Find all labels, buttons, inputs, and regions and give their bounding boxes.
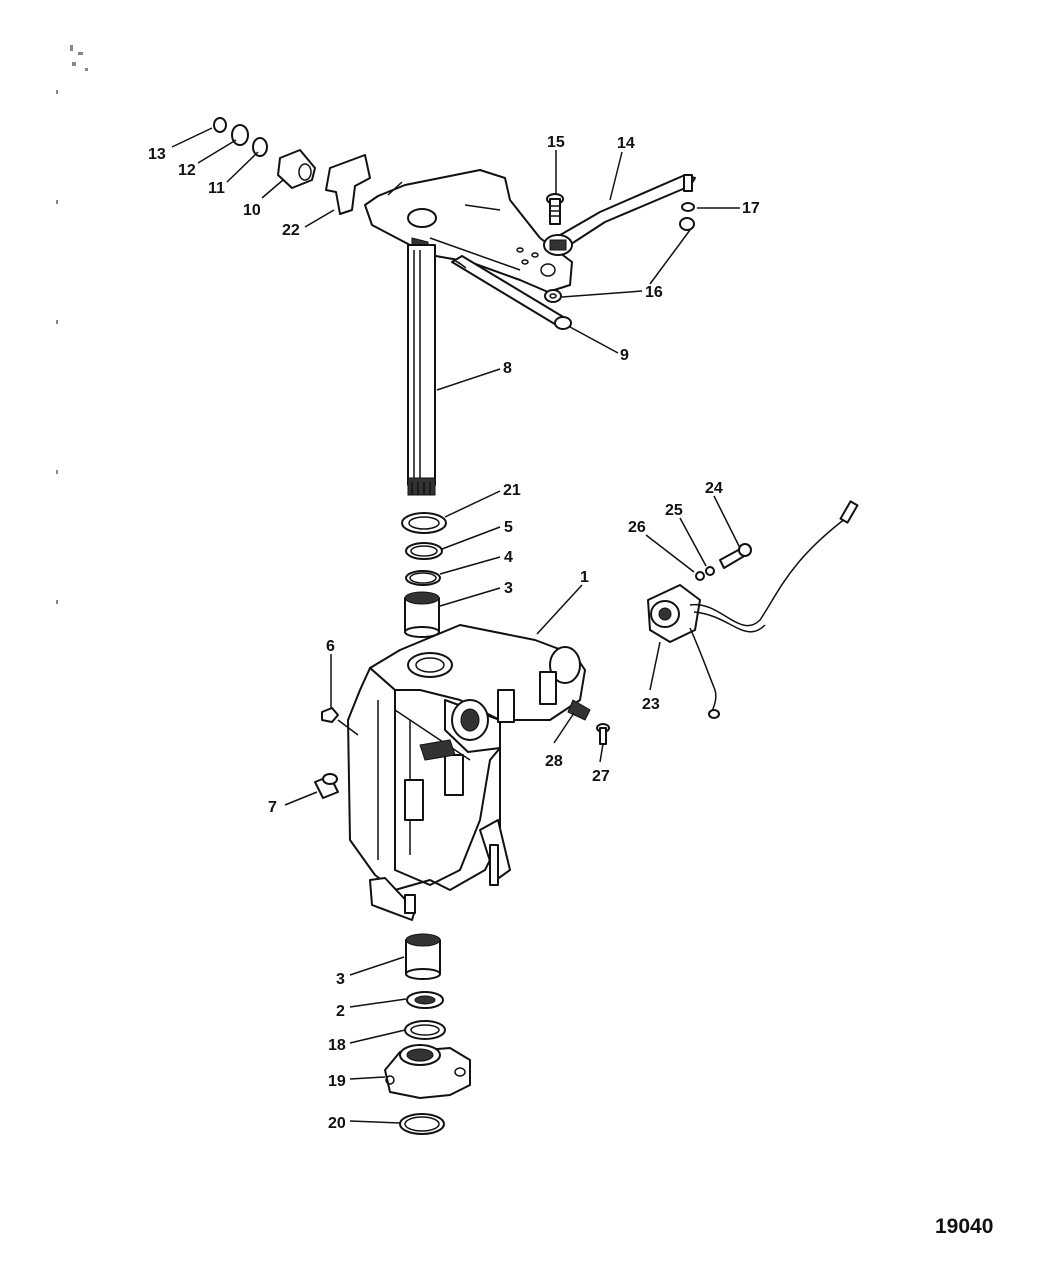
callout-19: 19 [328,1073,346,1090]
callout-3a: 3 [504,580,513,597]
callout-5: 5 [504,519,513,536]
callout-26: 26 [628,519,646,536]
callout-15: 15 [547,134,565,151]
tie-bolt [451,255,572,330]
ring-18 [404,1020,446,1040]
callout-8: 8 [503,360,512,377]
clip-28 [567,699,591,721]
washer-25 [705,566,715,576]
callout-20: 20 [328,1115,346,1132]
callout-13: 13 [148,146,166,163]
steering-arm [364,169,573,293]
callout-1: 1 [580,569,589,586]
link-rod [543,174,696,256]
nut-16b [544,289,562,303]
callouts: 13 12 11 10 22 15 14 17 16 9 8 21 5 4 3 … [148,134,993,1238]
nut-13 [213,117,227,133]
callout-4: 4 [504,549,513,566]
screw-24 [719,543,752,569]
callout-7: 7 [268,799,277,816]
bushing-3-lower [405,933,441,980]
callout-10: 10 [243,202,261,219]
callout-9: 9 [620,347,629,364]
plate-22 [325,154,371,215]
callout-14: 14 [617,135,635,152]
leader-lines [171,127,741,1124]
callout-28: 28 [545,753,563,770]
bolt-15 [546,193,564,225]
yoke-19 [384,1044,471,1099]
washer-26 [695,571,705,581]
trim-sender [647,500,859,719]
washer-17 [681,202,695,212]
callout-6: 6 [326,638,335,655]
callout-23: 23 [642,696,660,713]
bushing-10 [277,149,316,189]
steering-shaft [407,244,436,496]
scan-marks [56,45,88,604]
bushing-7 [314,773,339,799]
callout-16a: 16 [645,284,663,301]
washer-21 [401,512,447,534]
seal-2 [406,991,444,1009]
callout-11: 11 [208,180,225,197]
callout-18: 18 [328,1037,346,1054]
nut-6 [321,707,339,723]
callout-27: 27 [592,768,610,785]
callout-21: 21 [503,482,521,499]
washer-11 [252,137,268,157]
nut-16a [679,217,695,231]
washer-12 [231,124,249,146]
callout-12: 12 [178,162,196,179]
callout-25: 25 [665,502,683,519]
bushing-3-upper [404,591,440,638]
snap-ring-20 [399,1113,445,1135]
callout-3b: 3 [336,971,345,988]
callout-22: 22 [282,222,300,239]
screw-27 [596,723,610,745]
callout-17: 17 [742,200,760,217]
figure-number: 19040 [935,1215,993,1238]
swivel-bracket [347,624,586,921]
callout-24: 24 [705,480,723,497]
callout-2: 2 [336,1003,345,1020]
